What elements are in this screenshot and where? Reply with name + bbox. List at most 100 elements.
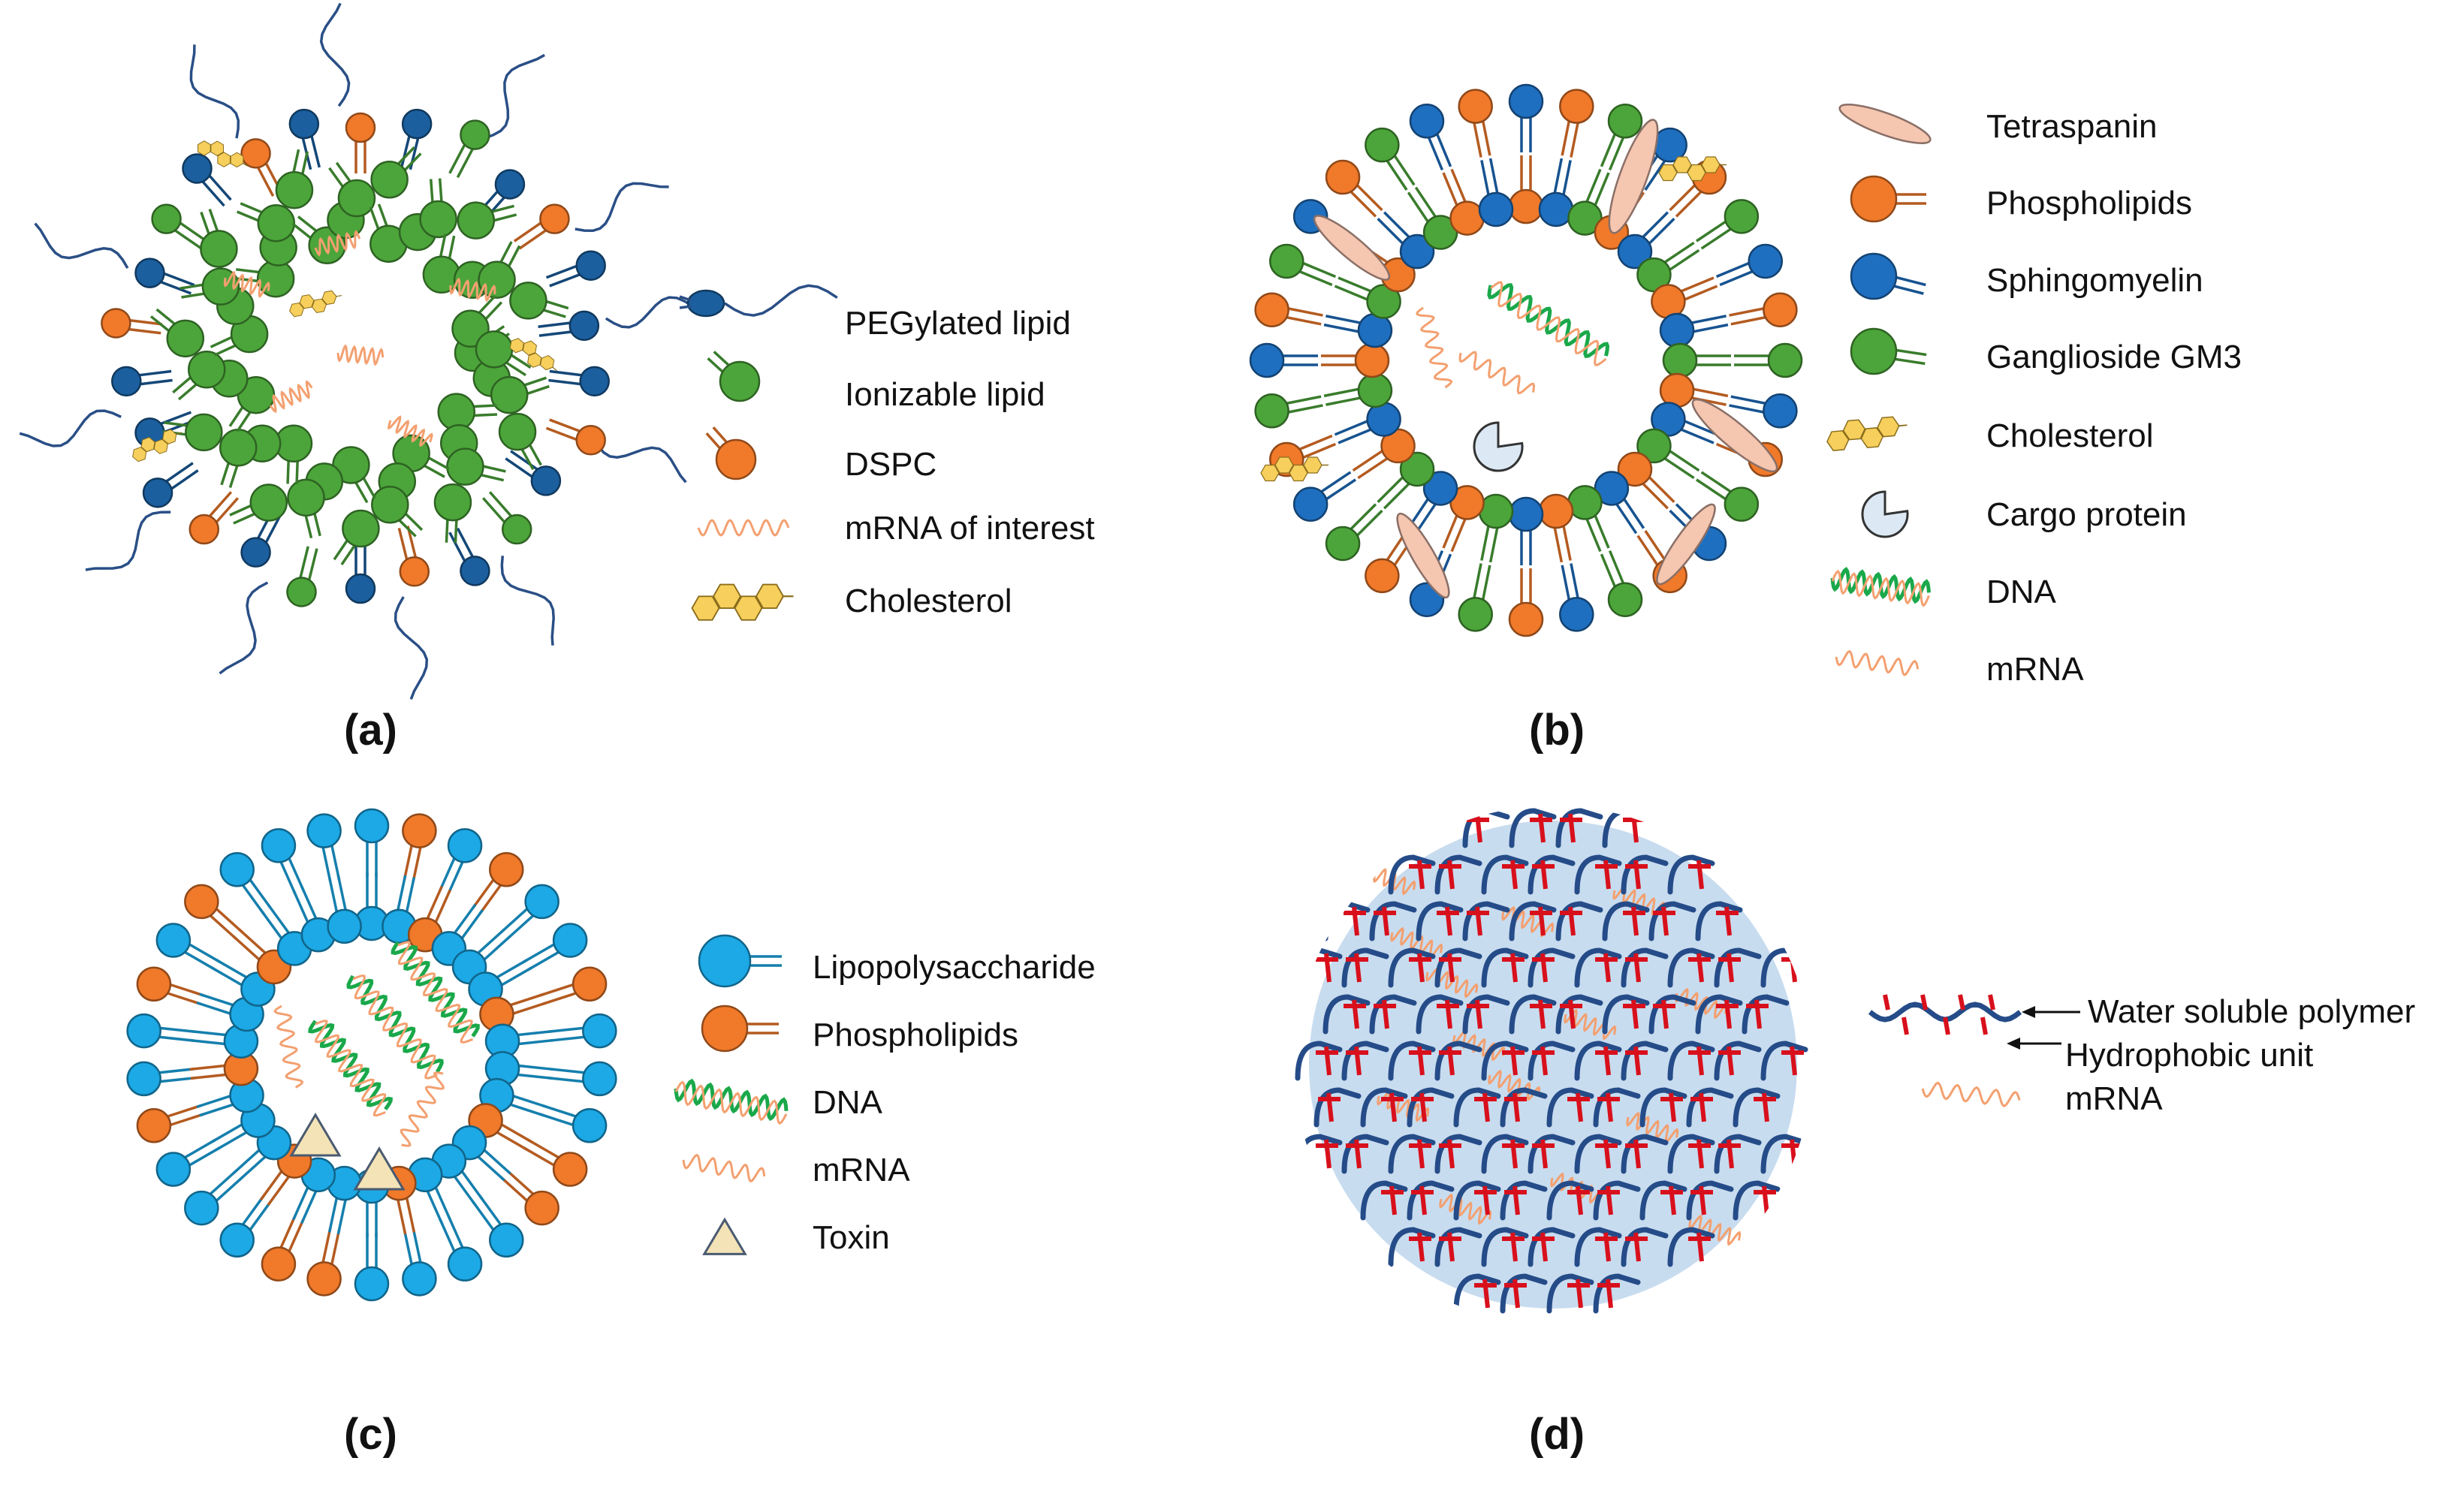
toxin-icon [702,1217,747,1255]
panel-label-b: (b) [1529,706,1585,755]
legend-label-dspc: DSPC [845,446,936,483]
mrna-strand [273,1005,304,1089]
legend-label-sphingomyelin: Sphingomyelin [1986,262,2203,299]
mrna-icon [682,1153,766,1183]
inner-leaflet-lipid [1651,402,1718,444]
arrow-icon [2007,1006,2080,1050]
mrna-glyph [1921,1081,2021,1107]
ganglioside-icon [1850,327,1927,375]
legend-label-water-soluble-polymer: Water soluble polymer [2088,993,2415,1030]
outer-lipid [345,543,376,604]
outer-leaflet-lipid [1508,568,1544,637]
inner-leaflet-lipid [1567,485,1610,553]
outer-leaflet-lipid [1409,104,1452,171]
outer-leaflet-lipid [1254,292,1323,327]
polymer-chain [1695,901,1743,941]
panel-b-legend: Tetraspanin Phospholipids Sphingomyelin … [1826,104,2242,688]
mrna-glyph [1835,649,1920,676]
outer-leaflet-lipid [1508,83,1544,152]
inner-leaflet-lipid [1377,451,1435,510]
peg-chain [189,44,240,139]
inner-leaflet-lipid [382,875,417,944]
tetraspanin [1691,398,1778,473]
outer-leaflet-lipid [1729,292,1798,327]
outer-leaflet-lipid [439,1215,483,1282]
outer-leaflet-lipid [306,813,342,882]
inner-leaflet-lipid [1442,485,1485,553]
outer-lipid [400,108,433,170]
dspc-glyph [705,426,757,480]
outer-leaflet-lipid [499,884,559,941]
mrna-icon [697,519,790,537]
mrna-glyph [697,519,790,537]
outer-leaflet-lipid [472,851,524,914]
ionizable-lipid [219,429,258,489]
cargo-protein-icon [1861,490,1909,538]
polymer-chain [1574,1134,1622,1174]
ionizable-lipid [478,241,521,299]
ionizable-lipid [475,330,532,377]
outer-leaflet-lipid [219,851,272,914]
polymer-chain [1416,994,1464,1035]
hydrophobic-unit-glyph [1902,1017,1909,1035]
outer-leaflet-lipid [547,1061,617,1097]
cholesterol [507,336,557,373]
legend-label-phospholipids: Phospholipids [1986,185,2192,221]
polymer-chain [1388,854,1436,895]
ionizable-lipid [333,509,380,565]
outer-lipid [448,527,490,586]
hydrophobic-unit-glyph [1943,1017,1950,1035]
outer-leaflet-lipid [306,1227,342,1297]
dna-strand [346,974,444,1080]
cargo-protein-glyph [1861,490,1909,538]
inner-leaflet-lipid [327,875,362,944]
mrna-strand [1688,1214,1742,1246]
legend-label-mrna-of-interest: mRNA of interest [845,510,1095,547]
outer-lipid [538,310,600,342]
mrna-strand [1439,1193,1492,1225]
inner-leaflet-lipid [292,885,336,953]
tetraspanin [1608,119,1659,234]
ionizable-lipid [370,146,422,199]
outer-lipid [475,169,526,223]
polymeric-nanoparticle-drawing [1295,808,1808,1314]
legend-label-phospholipids-c: Phospholipids [813,1017,1018,1053]
outer-leaflet-lipid [1365,127,1416,191]
ionizable-lipid [275,149,314,209]
inner-leaflet-lipid [1508,496,1544,565]
polymer-chain [1388,1041,1436,1081]
outer-leaflet-lipid [1292,471,1356,522]
legend-label-mrna-b: mRNA [1986,651,2084,688]
peg-chain [219,581,269,675]
outer-leaflet-lipid [136,1104,204,1143]
panel-d-polymeric-nanoparticle: Water soluble polymer Hydrophobic unit m… [1295,808,2415,1459]
mrna-strand [269,380,313,414]
polymer-chain [1639,1087,1687,1128]
ionizable-lipid-glyph [707,351,761,402]
ionizable-lipid [229,483,288,525]
inner-leaflet-lipid [1407,471,1458,535]
polymer-chain [1733,1180,1781,1221]
peg-chain [575,182,669,233]
inner-leaflet-lipid [1323,312,1393,348]
ionizable-lipid [236,202,296,242]
lipid-nanoparticle-drawing [19,2,710,700]
outer-lipid [548,366,610,397]
dna-strand [1487,281,1610,366]
inner-leaflet-lipid [1442,168,1485,236]
inner-leaflet-lipid [1334,276,1401,319]
panel-c-outer-membrane-vesicle: Lipopolysaccharide Phospholipids DNA mRN… [126,808,1096,1459]
cholesterol-icon [1826,415,1908,452]
polymer-chain [1416,901,1464,941]
mrna-strand [449,277,496,303]
ionizable-lipid [498,412,542,471]
dspc-icon [705,426,757,480]
legend-label-cholesterol: Cholesterol [845,583,1012,619]
mrna-strand [223,270,270,299]
polymer-chain [1481,1134,1529,1174]
outer-lipid [134,258,195,295]
mrna-strand [1458,351,1536,395]
inner-leaflet-lipid [1662,342,1731,378]
polymer-chain [1453,1180,1501,1221]
